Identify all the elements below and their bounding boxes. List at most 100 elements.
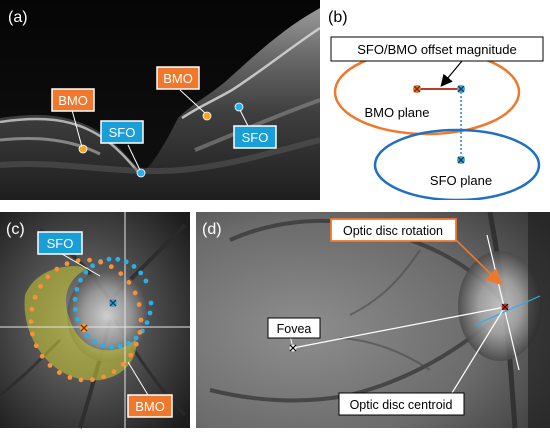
sfo-point — [117, 343, 123, 349]
callout-sfo-c-text: SFO — [47, 236, 74, 251]
sfo-point — [109, 344, 114, 350]
highlighted-region — [24, 266, 137, 381]
bmo-point — [54, 266, 60, 272]
bmo-marker-left — [78, 144, 88, 154]
sfo-point — [106, 256, 112, 262]
sfo-marker-left — [136, 168, 146, 178]
panel-a: BMO BMO SFO SFO (a) — [0, 0, 321, 200]
bmo-point — [138, 317, 144, 323]
bmo-point — [120, 361, 126, 367]
bmo-marker-right — [202, 111, 212, 121]
bmo-point — [78, 377, 84, 383]
bmo-point — [28, 319, 34, 324]
callout-bmo-right-text: BMO — [163, 71, 193, 86]
bmo-point — [108, 264, 114, 270]
bmo-centroid-marker — [413, 85, 421, 93]
callout-bmo-right — [156, 66, 200, 90]
sfo-point — [147, 310, 153, 316]
bmo-point — [136, 302, 142, 307]
bmo-point — [137, 330, 143, 335]
leader-sfo-right — [239, 109, 249, 127]
bmo-point — [111, 369, 117, 375]
panel-d: Optic disc rotation Fovea Optic disc cen… — [196, 211, 550, 429]
sfo-centroid-marker-lower — [457, 156, 465, 164]
rnfl-line-right — [181, 26, 321, 120]
bmo-point — [47, 363, 53, 368]
sfo-centroid-marker-upper — [457, 85, 465, 93]
disc-centroid-marker — [501, 303, 509, 311]
bmo-point — [132, 290, 138, 296]
bmo-point — [101, 374, 106, 380]
offset-magnitude-box — [330, 36, 544, 62]
panel-b: (b) SFO/BMO offset magnitude BMO plane S… — [328, 9, 544, 202]
panel-d-label: (d) — [202, 221, 222, 238]
bmo-point — [128, 352, 134, 358]
rotation-callout-text: Optic disc rotation — [343, 224, 443, 238]
sfo-plane-ellipse — [373, 128, 541, 202]
panel-c: SFO BMO (c) — [0, 212, 190, 429]
disc-short-axis — [474, 295, 541, 326]
optic-disc — [67, 270, 147, 362]
sfo-point — [72, 296, 78, 302]
sfo-point — [123, 259, 129, 265]
bmo-point — [64, 261, 70, 267]
fovea-marker — [289, 344, 297, 352]
bmo-plane-text: BMO plane — [364, 105, 429, 120]
panel-d-dark-edge — [528, 212, 550, 428]
separator-vertical — [190, 212, 196, 432]
leader-sfo-left — [127, 144, 141, 171]
leader-sfo-c — [61, 253, 101, 277]
fovea-disc-line — [292, 306, 506, 349]
sfo-point — [138, 270, 144, 276]
leader-bmo-left — [71, 109, 83, 148]
sfo-point — [83, 269, 89, 275]
offset-magnitude-text: SFO/BMO offset magnitude — [357, 42, 516, 57]
callout-sfo-left-text: SFO — [109, 125, 136, 140]
sfo-plane-text: SFO plane — [430, 173, 492, 188]
panel-c-label: (c) — [6, 221, 25, 238]
bmo-point — [118, 271, 124, 276]
bmo-plane-ellipse — [333, 48, 521, 136]
panel-a-label: (a) — [8, 9, 28, 26]
centroid-label-box — [338, 392, 465, 416]
sfo-point — [133, 335, 139, 341]
vessel — [349, 249, 421, 316]
bmo-point — [75, 258, 81, 263]
rotation-arrow — [455, 239, 503, 286]
sfo-point — [143, 278, 149, 284]
fovea-label-text: Fovea — [277, 322, 312, 336]
sfo-point — [100, 343, 106, 348]
leader-centroid — [451, 309, 504, 394]
bmo-point-ring — [28, 257, 144, 383]
bmo-point — [57, 370, 62, 375]
disc-long-axis — [486, 234, 520, 371]
deep-tissue-band — [0, 137, 321, 175]
bmo-point — [90, 377, 95, 382]
sfo-point — [78, 277, 83, 283]
sfo-centroid-marker-c — [109, 299, 117, 307]
rpe-line-left — [0, 117, 141, 175]
callout-sfo-right-text: SFO — [242, 130, 269, 145]
callout-bmo-left-text: BMO — [58, 93, 88, 108]
bmo-point — [39, 353, 45, 359]
sfo-point — [90, 263, 95, 269]
offset-arrow — [440, 60, 463, 87]
bmo-point — [38, 283, 43, 289]
rotation-callout — [330, 218, 457, 242]
panel-b-label: (b) — [328, 9, 348, 26]
callout-bmo-c — [127, 394, 173, 418]
sfo-point — [73, 307, 78, 312]
sfo-point — [148, 300, 154, 306]
bmo-point — [32, 294, 38, 300]
sfo-point — [126, 340, 131, 346]
bmo-point — [67, 375, 73, 380]
bmo-point — [87, 257, 92, 263]
leader-bmo-c — [127, 361, 149, 396]
bmo-point — [33, 343, 39, 349]
bmo-point — [98, 259, 104, 265]
sfo-point — [92, 339, 98, 344]
sfo-point — [85, 333, 90, 339]
callout-bmo-left — [51, 88, 95, 112]
sfo-point-ring — [72, 256, 154, 350]
sfo-point — [144, 320, 150, 325]
